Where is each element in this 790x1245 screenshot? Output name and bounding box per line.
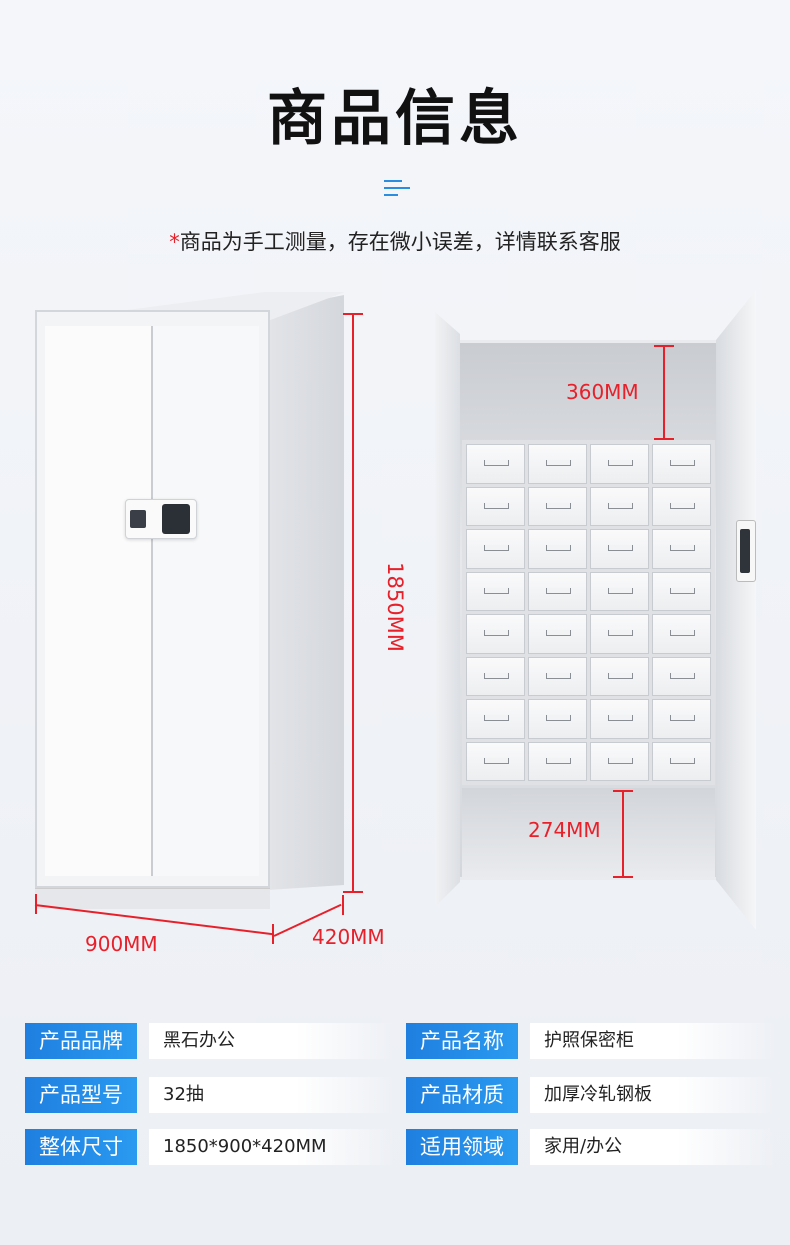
cabinet-door-left <box>45 326 153 876</box>
depth-label: 420MM <box>312 925 385 949</box>
drawer <box>652 699 711 739</box>
cabinet-door-right <box>153 326 259 876</box>
drawer <box>590 656 649 696</box>
spec-value: 加厚冷轧钢板 <box>530 1077 775 1113</box>
drawer <box>590 614 649 654</box>
drawer <box>528 571 587 611</box>
drawer <box>652 656 711 696</box>
spec-value: 32抽 <box>149 1077 394 1113</box>
open-door-right <box>716 290 756 930</box>
height-tick-top <box>343 313 363 315</box>
drawer <box>466 656 525 696</box>
drawer <box>466 571 525 611</box>
drawer <box>528 444 587 484</box>
spec-key: 适用领域 <box>406 1129 518 1165</box>
drawer <box>590 444 649 484</box>
drawer <box>652 741 711 781</box>
open-door-left <box>435 312 460 907</box>
spec-key: 产品名称 <box>406 1023 518 1059</box>
top-space-tick-bottom <box>654 438 674 440</box>
drawer <box>466 444 525 484</box>
top-space-dimension-line <box>663 345 665 440</box>
drawer <box>590 699 649 739</box>
top-space-label: 360MM <box>566 380 639 404</box>
height-dimension-line <box>352 313 354 893</box>
spec-value: 黑石办公 <box>149 1023 394 1059</box>
width-tick-right <box>272 924 274 944</box>
drawer <box>528 699 587 739</box>
measurement-note: *商品为手工测量，存在微小误差，详情联系客服 <box>0 226 790 256</box>
drawer <box>528 486 587 526</box>
drawer <box>652 614 711 654</box>
drawer <box>652 486 711 526</box>
note-text: 商品为手工测量，存在微小误差，详情联系客服 <box>179 230 621 254</box>
height-label: 1850MM <box>383 562 407 652</box>
spec-row: 产品型号 32抽 产品材质 加厚冷轧钢板 <box>25 1077 775 1113</box>
drawer-grid <box>462 440 715 785</box>
spec-key: 产品型号 <box>25 1077 137 1113</box>
cabinet-side <box>268 295 344 890</box>
height-tick-bottom <box>343 891 363 893</box>
drawer <box>652 529 711 569</box>
spec-value: 护照保密柜 <box>530 1023 775 1059</box>
bottom-space-tick-top <box>613 790 633 792</box>
top-space-tick-top <box>654 345 674 347</box>
drawer <box>528 741 587 781</box>
keypad-lock-icon <box>125 499 197 539</box>
cabinet-front <box>35 310 270 888</box>
drawer <box>466 486 525 526</box>
bottom-space-dimension-line <box>622 790 624 878</box>
bottom-compartment <box>462 788 715 878</box>
drawer <box>528 656 587 696</box>
note-asterisk: * <box>169 230 180 254</box>
width-label: 900MM <box>85 932 158 956</box>
cabinet-base <box>35 888 270 909</box>
spec-key: 整体尺寸 <box>25 1129 137 1165</box>
depth-tick <box>342 895 344 915</box>
spec-value: 1850*900*420MM <box>149 1129 394 1165</box>
spec-row: 整体尺寸 1850*900*420MM 适用领域 家用/办公 <box>25 1129 775 1165</box>
spec-key: 产品材质 <box>406 1077 518 1113</box>
drawer <box>652 571 711 611</box>
drawer <box>652 444 711 484</box>
bottom-space-tick-bottom <box>613 876 633 878</box>
door-lock-icon <box>736 520 756 582</box>
spec-key: 产品品牌 <box>25 1023 137 1059</box>
drawer <box>466 529 525 569</box>
drawer <box>590 571 649 611</box>
drawer <box>466 741 525 781</box>
width-tick-left <box>35 894 37 914</box>
spec-row: 产品品牌 黑石办公 产品名称 护照保密柜 <box>25 1023 775 1059</box>
spec-value: 家用/办公 <box>530 1129 775 1165</box>
drawer <box>590 529 649 569</box>
bottom-space-label: 274MM <box>528 818 601 842</box>
drawer <box>590 486 649 526</box>
drawer <box>466 614 525 654</box>
page-title: 商品信息 <box>267 84 523 154</box>
drawer <box>466 699 525 739</box>
drawer <box>590 741 649 781</box>
drawer <box>528 529 587 569</box>
drawer <box>528 614 587 654</box>
title-decoration-icon <box>384 180 410 196</box>
